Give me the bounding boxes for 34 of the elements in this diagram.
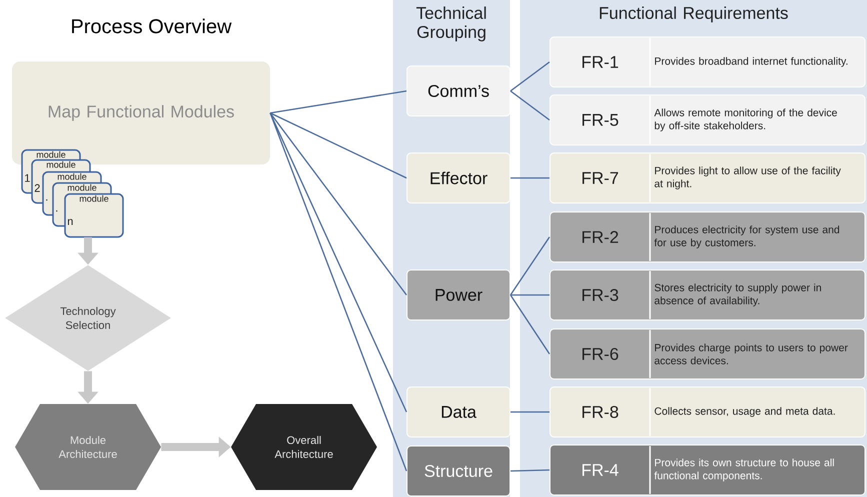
requirement-box: FR-8 Collects sensor, usage and meta data. (550, 386, 866, 438)
connector (510, 61, 550, 92)
module-cards-drawing: module 1 module 2 module . module . module n (21, 149, 124, 238)
connector (510, 90, 550, 121)
group-box: Effector (406, 152, 510, 204)
connector (510, 177, 550, 179)
process-hexagon: Overall Architecture (231, 404, 377, 490)
connector (270, 112, 408, 412)
group-box: Comm’s (406, 66, 510, 116)
connector (510, 294, 550, 354)
connector (510, 294, 550, 296)
process-hexagon: Module Architecture (15, 404, 161, 490)
node-label: 1 (25, 174, 30, 182)
requirement-box: FR-5 Allows remote monitoring of the device by off-site stakeholders. (550, 94, 866, 146)
connector (270, 112, 407, 179)
requirement-box: FR-6 Provides charge points to users to power access devices. (550, 328, 866, 380)
title: Process Overview (72, 18, 232, 34)
requirement-box: FR-4 Provides its own structure to house all functional components. (550, 444, 866, 496)
requirement-box: FR-2 Produces electricity for system use and for use by customers. (550, 212, 866, 262)
connector (270, 90, 407, 114)
connector (270, 112, 408, 472)
node-label: n (68, 219, 73, 225)
connector (510, 411, 550, 413)
node-label: module (36, 151, 66, 158)
node-label: 2 (34, 184, 40, 192)
requirement-box: FR-1 Provides broadband internet functionality. (550, 36, 866, 88)
connector (270, 112, 408, 296)
group-box: Power (406, 270, 510, 320)
connector (510, 469, 550, 472)
requirement-box: FR-3 Stores electricity to supply power in absence of availability. (550, 270, 866, 320)
group-box: Data (406, 386, 510, 438)
connector (510, 236, 550, 296)
group-box: Structure (406, 446, 510, 496)
requirement-box: FR-7 Provides light to allow use of the facility at night. (550, 152, 866, 204)
